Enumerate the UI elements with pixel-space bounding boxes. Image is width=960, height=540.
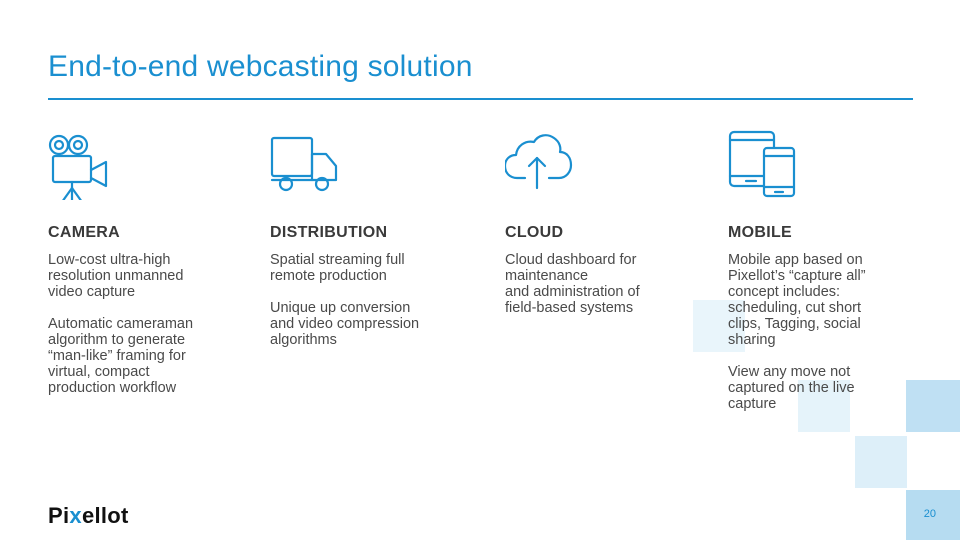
feature-text: View any move not captured on the live c… bbox=[728, 364, 855, 412]
slide-title: End-to-end webcasting solution bbox=[48, 50, 473, 83]
decorative-square bbox=[693, 300, 745, 352]
pixellot-logo: Pixellot bbox=[48, 503, 129, 529]
decorative-square bbox=[906, 380, 960, 432]
feature-text: Automatic cameraman algorithm to generat… bbox=[48, 316, 194, 396]
feature-camera: CAMERA Low-cost ultra-high resolution un… bbox=[48, 130, 248, 396]
decorative-square bbox=[855, 436, 907, 488]
feature-text: Low-cost ultra-high resolution unmanned … bbox=[48, 252, 184, 300]
video-camera-icon bbox=[48, 130, 248, 200]
title-divider bbox=[48, 98, 913, 100]
page-number: 20 bbox=[923, 508, 936, 520]
logo-text-post: ellot bbox=[81, 503, 129, 528]
feature-heading: CLOUD bbox=[505, 224, 564, 241]
decorative-square bbox=[798, 380, 850, 432]
cloud-upload-icon bbox=[505, 130, 705, 200]
logo-text-x: x bbox=[69, 503, 82, 528]
feature-distribution: DISTRIBUTION Spatial streaming full remo… bbox=[270, 130, 470, 348]
truck-icon bbox=[270, 130, 470, 200]
tablet-phone-icon bbox=[728, 130, 928, 200]
feature-text: Cloud dashboard for maintenance and admi… bbox=[505, 252, 640, 316]
decorative-square bbox=[906, 490, 960, 540]
feature-text: Mobile app based on Pixellot’s “capture … bbox=[728, 252, 866, 348]
logo-text-pre: Pi bbox=[48, 503, 70, 528]
feature-text: Spatial streaming full remote production bbox=[270, 252, 405, 284]
feature-mobile: MOBILE Mobile app based on Pixellot’s “c… bbox=[728, 130, 928, 412]
feature-heading: DISTRIBUTION bbox=[270, 224, 388, 241]
feature-text: Unique up conversion and video compressi… bbox=[270, 300, 420, 348]
feature-cloud: CLOUD Cloud dashboard for maintenance an… bbox=[505, 130, 705, 316]
feature-heading: CAMERA bbox=[48, 224, 121, 241]
feature-heading: MOBILE bbox=[728, 224, 793, 241]
